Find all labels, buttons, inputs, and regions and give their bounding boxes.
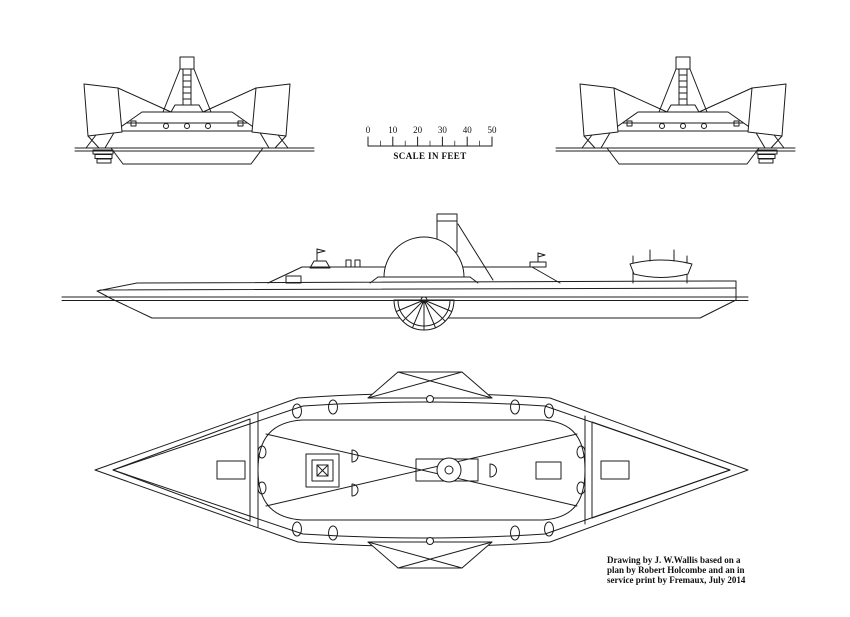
side-elevation-view <box>61 213 749 331</box>
scale-tick-10: 10 <box>388 125 398 135</box>
scale-tick-20: 20 <box>413 125 423 135</box>
bow-hatch <box>216 460 246 480</box>
x-bracing <box>265 433 578 507</box>
stern-boat <box>629 249 693 284</box>
scale-bar: 0 10 20 30 40 50 SCALE IN FEET <box>366 125 497 161</box>
attribution-line-2: plan by Robert Holcombe and an in <box>607 565 745 575</box>
upper-wing-plan <box>367 371 493 403</box>
lower-wing-plan <box>367 537 493 569</box>
d-fittings <box>351 449 497 497</box>
funnel-stay <box>457 223 494 281</box>
scale-tick-0: 0 <box>366 125 371 135</box>
scale-tick-30: 30 <box>438 125 448 135</box>
stern-end-view <box>555 56 796 165</box>
pilothouse <box>309 248 331 269</box>
stern-hatch <box>600 460 630 480</box>
plan-view <box>94 371 749 569</box>
attribution-line-1: Drawing by J. W.Wallis based on a <box>607 555 741 565</box>
scale-tick-40: 40 <box>463 125 473 135</box>
paddle-wheel <box>393 296 455 331</box>
attribution: Drawing by J. W.Wallis based on a plan b… <box>607 555 746 585</box>
gun-port-ovals <box>257 399 586 541</box>
knuckle-line <box>99 287 737 291</box>
attribution-line-3: service print by Fremaux, July 2014 <box>607 575 746 585</box>
funnel-housing-plan <box>415 457 479 483</box>
scale-tick-50: 50 <box>488 125 498 135</box>
casemate-plan <box>257 419 586 521</box>
vent <box>354 259 361 268</box>
scale-caption: SCALE IN FEET <box>393 151 466 161</box>
deck-box <box>285 275 302 284</box>
aft-deckhouse <box>529 252 547 268</box>
bow-end-view <box>74 56 315 165</box>
aft-hatch <box>535 461 562 480</box>
vent <box>345 259 352 268</box>
dome <box>369 236 479 284</box>
skylight-hatch <box>305 453 340 488</box>
